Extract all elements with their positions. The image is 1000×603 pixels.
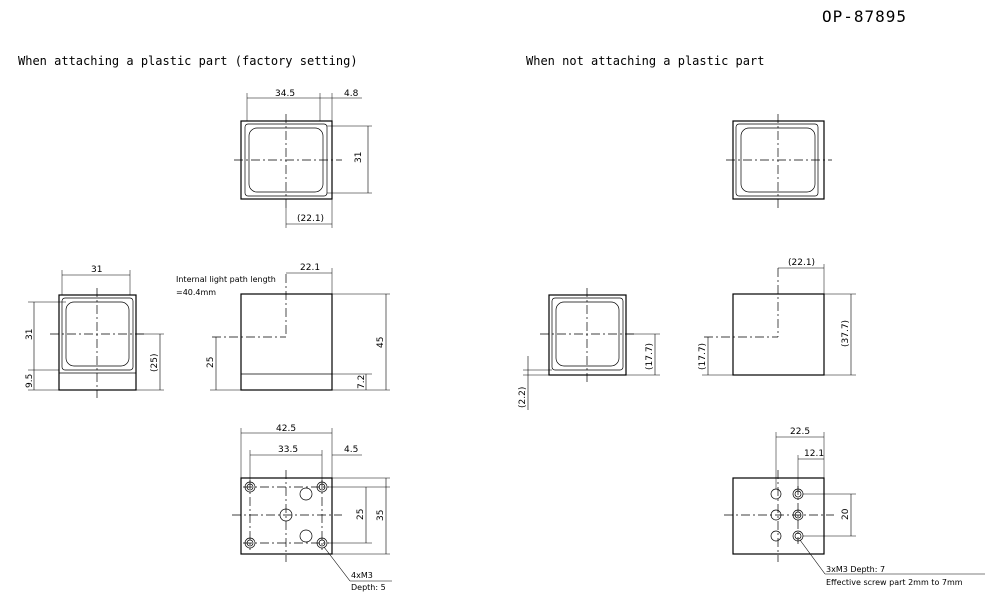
note-left-screw-1: 4xM3: [351, 571, 373, 580]
note-right-screw-2: Effective screw part 2mm to 7mm: [826, 578, 963, 587]
dim-right-bottom-pitch: 20: [841, 508, 851, 520]
note-right-screw-1: 3xM3 Depth: 7: [826, 565, 885, 574]
dim-right-side-height: (37.7): [841, 320, 851, 347]
dim-bottom-pitch: 33.5: [278, 445, 298, 455]
left-bottom-view: 42.5 33.5 4.5 25 35 4xM3 Depth: 5: [232, 424, 392, 592]
left-section-title: When attaching a plastic part (factory s…: [18, 54, 358, 68]
dim-side-center: 25: [206, 357, 216, 368]
note-light-path-2: =40.4mm: [176, 288, 216, 297]
left-side-view: Internal light path length =40.4mm 22.1 …: [176, 263, 390, 391]
note-left-screw-2: Depth: 5: [351, 583, 386, 592]
drawing-number: OP-87895: [822, 7, 907, 26]
dim-top-width: 34.5: [275, 89, 295, 99]
dim-side-base: 7.2: [357, 375, 367, 389]
right-top-view: [726, 114, 832, 208]
dim-front-width: 31: [91, 265, 102, 275]
dim-bottom-width: 42.5: [276, 424, 296, 434]
left-top-view: 34.5 4.8 31 (22.1): [234, 89, 372, 228]
note-light-path-1: Internal light path length: [176, 275, 276, 284]
dim-top-height: 31: [354, 152, 364, 163]
dim-top-offset: 4.8: [344, 89, 359, 99]
dim-right-side-center: (17.7): [698, 343, 708, 370]
dim-top-center: (22.1): [297, 214, 324, 224]
dim-front-center: (25): [150, 354, 160, 372]
dim-side-height: 45: [376, 337, 386, 348]
right-front-view: (17.7) (2.2): [518, 288, 660, 410]
dim-side-offset: 22.1: [300, 263, 320, 273]
dim-right-side-offset: (22.1): [788, 258, 815, 268]
right-section-title: When not attaching a plastic part: [526, 54, 764, 68]
dim-front-height: 31: [25, 329, 35, 340]
dim-front-bottom: 9.5: [25, 374, 35, 388]
right-side-view: (22.1) (17.7) (37.7): [698, 258, 856, 376]
dim-bottom-offset: 4.5: [344, 445, 358, 455]
dim-right-front-center: (17.7): [645, 343, 655, 370]
dim-bottom-pitch-v: 25: [356, 509, 366, 520]
dim-bottom-height: 35: [376, 510, 386, 521]
dim-right-front-bottom: (2.2): [518, 387, 528, 408]
dim-right-bottom-offset-1: 22.5: [790, 427, 810, 437]
right-bottom-view: 22.5 12.1 20 3xM3 Depth: 7 Effective scr…: [724, 427, 985, 587]
dim-right-bottom-offset-2: 12.1: [804, 449, 824, 459]
left-front-view: 31 31 9.5 (25): [25, 265, 164, 398]
